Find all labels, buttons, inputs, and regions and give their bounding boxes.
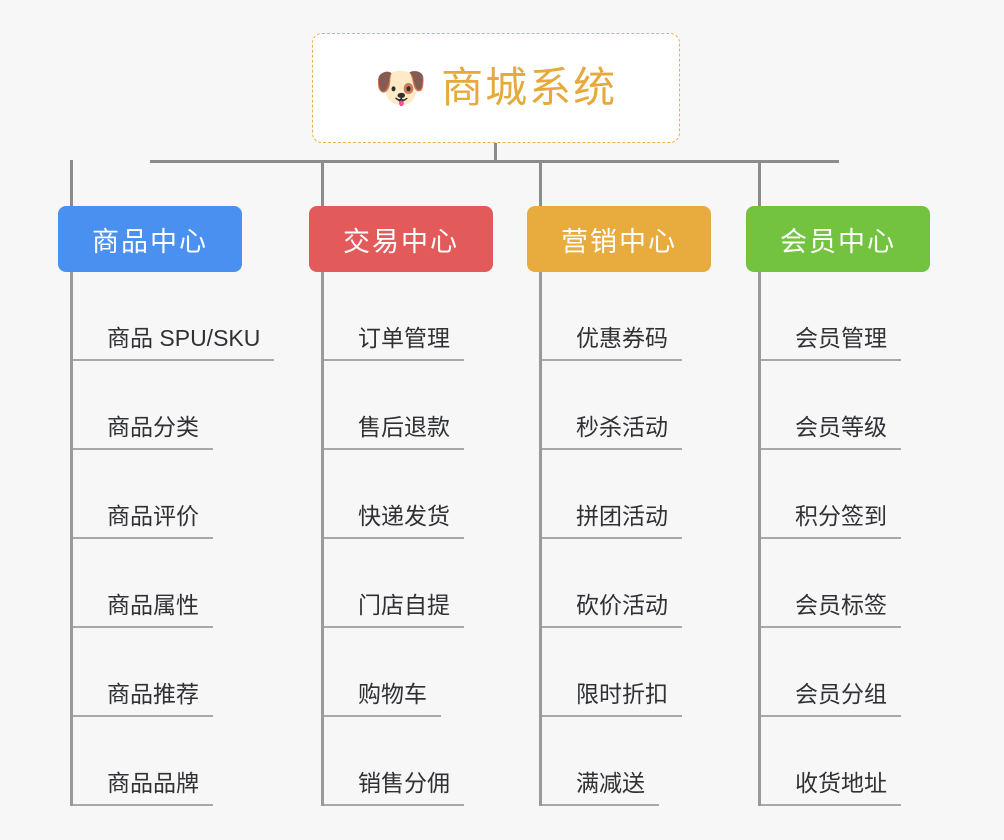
connector-drop-trade-center xyxy=(321,160,324,208)
leaf-item[interactable]: 优惠券码 xyxy=(542,272,711,361)
leaf-item-label: 收货地址 xyxy=(761,769,901,806)
root-node[interactable]: 🐶 商城系统 xyxy=(312,33,680,143)
leaf-item[interactable]: 商品属性 xyxy=(73,539,242,628)
leaf-item-label: 秒杀活动 xyxy=(542,413,682,450)
category-box-trade-center[interactable]: 交易中心 xyxy=(309,206,493,272)
leaf-item[interactable]: 购物车 xyxy=(324,628,493,717)
leaf-item[interactable]: 满减送 xyxy=(542,717,711,806)
leaf-item-label: 砍价活动 xyxy=(542,591,682,628)
column-member-center: 会员中心会员管理会员等级积分签到会员标签会员分组收货地址 xyxy=(746,206,930,806)
connector-drop-marketing-center xyxy=(539,160,542,208)
leaf-item-label: 快递发货 xyxy=(324,502,464,539)
leaf-item-label: 会员管理 xyxy=(761,324,901,361)
leaf-item[interactable]: 商品分类 xyxy=(73,361,242,450)
leaf-item[interactable]: 秒杀活动 xyxy=(542,361,711,450)
column-marketing-center: 营销中心优惠券码秒杀活动拼团活动砍价活动限时折扣满减送 xyxy=(527,206,711,806)
connector-horizontal-bar xyxy=(150,160,839,163)
connector-drop-product-center xyxy=(70,160,73,208)
leaf-item[interactable]: 商品 SPU/SKU xyxy=(73,272,275,361)
leaf-item[interactable]: 会员等级 xyxy=(761,361,930,450)
connector-drop-member-center xyxy=(758,160,761,208)
leaf-item[interactable]: 快递发货 xyxy=(324,450,493,539)
leaf-item[interactable]: 砍价活动 xyxy=(542,539,711,628)
leaf-item-label: 商品分类 xyxy=(73,413,213,450)
leaf-item[interactable]: 门店自提 xyxy=(324,539,493,628)
leaf-item-label: 订单管理 xyxy=(324,324,464,361)
leaf-item-label: 销售分佣 xyxy=(324,769,464,806)
leaf-item-label: 商品评价 xyxy=(73,502,213,539)
leaf-item[interactable]: 商品品牌 xyxy=(73,717,242,806)
leaf-item[interactable]: 限时折扣 xyxy=(542,628,711,717)
column-trade-center: 交易中心订单管理售后退款快递发货门店自提购物车销售分佣 xyxy=(309,206,493,806)
leaf-item-label: 优惠券码 xyxy=(542,324,682,361)
leaf-item[interactable]: 会员标签 xyxy=(761,539,930,628)
connector-root-stem xyxy=(494,143,497,163)
leaf-list-member-center: 会员管理会员等级积分签到会员标签会员分组收货地址 xyxy=(758,272,930,806)
leaf-item[interactable]: 销售分佣 xyxy=(324,717,493,806)
leaf-list-product-center: 商品 SPU/SKU 商品分类商品评价商品属性商品推荐商品品牌 xyxy=(70,272,275,806)
leaf-item-label: 限时折扣 xyxy=(542,680,682,717)
leaf-item[interactable]: 商品评价 xyxy=(73,450,242,539)
leaf-item[interactable]: 积分签到 xyxy=(761,450,930,539)
leaf-item[interactable]: 订单管理 xyxy=(324,272,493,361)
leaf-item[interactable]: 拼团活动 xyxy=(542,450,711,539)
leaf-item-label: 售后退款 xyxy=(324,413,464,450)
leaf-item-label: 满减送 xyxy=(542,769,659,806)
root-title: 商城系统 xyxy=(441,64,618,111)
category-box-marketing-center[interactable]: 营销中心 xyxy=(527,206,711,272)
leaf-item-label: 商品 SPU/SKU xyxy=(73,324,275,361)
leaf-list-marketing-center: 优惠券码秒杀活动拼团活动砍价活动限时折扣满减送 xyxy=(539,272,711,806)
leaf-item[interactable]: 商品推荐 xyxy=(73,628,242,717)
leaf-item-label: 会员标签 xyxy=(761,591,901,628)
column-product-center: 商品中心商品 SPU/SKU 商品分类商品评价商品属性商品推荐商品品牌 xyxy=(58,206,275,806)
leaf-item-label: 会员分组 xyxy=(761,680,901,717)
category-box-product-center[interactable]: 商品中心 xyxy=(58,206,242,272)
leaf-item-label: 购物车 xyxy=(324,680,441,717)
leaf-item[interactable]: 售后退款 xyxy=(324,361,493,450)
leaf-item[interactable]: 收货地址 xyxy=(761,717,930,806)
leaf-item-label: 门店自提 xyxy=(324,591,464,628)
leaf-item-label: 积分签到 xyxy=(761,502,901,539)
leaf-item-label: 会员等级 xyxy=(761,413,901,450)
leaf-item[interactable]: 会员管理 xyxy=(761,272,930,361)
leaf-item-label: 拼团活动 xyxy=(542,502,682,539)
leaf-item-label: 商品品牌 xyxy=(73,769,213,806)
category-box-member-center[interactable]: 会员中心 xyxy=(746,206,930,272)
leaf-list-trade-center: 订单管理售后退款快递发货门店自提购物车销售分佣 xyxy=(321,272,493,806)
dog-face-icon: 🐶 xyxy=(374,64,428,111)
leaf-item[interactable]: 会员分组 xyxy=(761,628,930,717)
leaf-item-label: 商品推荐 xyxy=(73,680,213,717)
leaf-item-label: 商品属性 xyxy=(73,591,213,628)
